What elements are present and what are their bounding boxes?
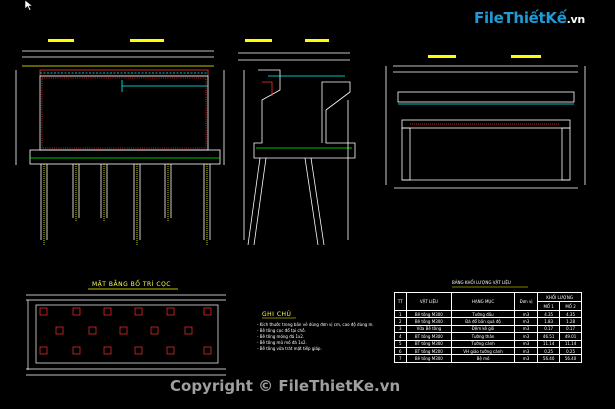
note-item: - Bê tông móng đá 1x2. [257,334,305,340]
table-cell: 49.01 [559,332,582,341]
table-cell: BT tông M300 [405,332,453,341]
elevation-top-view [385,55,586,189]
table-cell: 4.35 [559,309,582,319]
table-row: 3 Vữa Bê tông Đệm kê gối m3 0.17 0.17 [394,324,582,334]
table-header: KHỐI LƯỢNG [537,292,582,302]
table-cell: Bệ mố [451,354,515,363]
table-cell: 56.40 [559,354,582,363]
site-logo[interactable]: FileThiếtKế.vn [474,9,612,47]
elevation-side-section [238,39,356,246]
pile-layout-plan [26,288,226,376]
table-row: 2 Bê tông M300 Đá đổ bản quá độ m3 1.83 … [394,317,582,326]
table-cell: 0.25 [537,346,561,356]
table-cell: 4 [394,332,407,341]
table-header: HẠNG MỤC [451,292,515,311]
table-cell: 2 [394,317,407,326]
table-cell: BT tông M300 [405,339,453,348]
table-cell: 1.83 [537,317,561,326]
note-item: - Kích thước trong bản vẽ dùng đơn vị cm… [257,322,374,327]
table-row: 6 BT tông M200 VH giáo tường cánh m3 0.2… [394,346,582,356]
note-item: - Bê tông vữa trát mặt tiếp giáp. [257,346,322,352]
logo-text: FileThiếtKế [474,9,567,27]
material-quantity-table: TT VẬT LIỆU HẠNG MỤC Đơn vị KHỐI LƯỢNG M… [394,292,582,363]
table-cell: BT tông M200 [405,346,453,356]
table-cell: Đá đổ bản quá độ [451,317,515,326]
table-row: 4 BT tông M300 Tường thân m3 46.51 49.01 [394,332,582,341]
table-cell: m3 [513,339,539,348]
cursor-arrow-icon [24,0,34,11]
view-title-bar-1 [48,39,74,42]
notes-list: - Kích thước trong bản vẽ dùng đơn vị cm… [257,322,374,352]
table-row: 7 Bê tông M300 Bệ mố m3 56.40 56.40 [394,354,582,363]
table-cell: 0.17 [537,324,561,334]
table-cell: m3 [513,324,539,334]
table-cell: 11.14 [537,339,561,348]
table-cell: m3 [513,309,539,319]
table-cell: Đệm kê gối [451,324,515,334]
table-cell: 11.14 [559,339,582,348]
table-cell: VH giáo tường cánh [451,346,515,356]
table-cell: 3 [394,324,407,334]
note-item: - Bê tông cọc đổ tại chỗ. [257,328,306,334]
table-row: 5 BT tông M300 Tường cánh m3 11.14 11.14 [394,339,582,348]
table-cell: Tường thân [451,332,515,341]
notes-title: GHI CHÚ [262,311,292,318]
table-cell: 4.35 [537,309,561,319]
table-header: MỐ 2 [559,301,582,311]
table-cell: m3 [513,332,539,341]
table-header: VẬT LIỆU [405,292,453,311]
table-cell: Tường đầu [451,309,515,319]
table-cell: Bê tông M300 [405,309,453,319]
table-row: 1 Bê tông M300 Tường đầu m3 4.35 4.35 [394,309,582,319]
table-header: Đơn vị [513,292,539,311]
table-cell: m3 [513,354,539,363]
table-cell: 1.28 [559,317,582,326]
copyright-watermark: Copyright © FileThietKe.vn [170,377,401,395]
logo-suffix: .vn [566,13,586,26]
table-header: TT [394,292,407,311]
material-table-title: BẢNG KHỐI LƯỢNG VẬT LIỆU [452,280,511,285]
table-header: MỐ 1 [537,301,561,311]
table-cell: 0.25 [559,346,582,356]
table-cell: 6 [394,346,407,356]
table-cell: m3 [513,346,539,356]
table-cell: Bê tông M300 [405,317,453,326]
table-cell: Tường cánh [451,339,515,348]
table-cell: 46.51 [537,332,561,341]
table-cell: 0.17 [559,324,582,334]
table-cell: 7 [394,354,407,363]
table-cell: m3 [513,317,539,326]
table-cell: Vữa Bê tông [405,324,453,334]
table-cell: 1 [394,309,407,319]
pile-plan-title: MẶT BẰNG BỐ TRÍ CỌC [92,281,171,288]
table-cell: Bê tông M300 [405,354,453,363]
table-cell: 56.40 [537,354,561,363]
table-cell: 5 [394,339,407,348]
note-item: - Bê tông mũ mố đá 1x2. [257,340,307,346]
elevation-front-view [15,39,225,245]
